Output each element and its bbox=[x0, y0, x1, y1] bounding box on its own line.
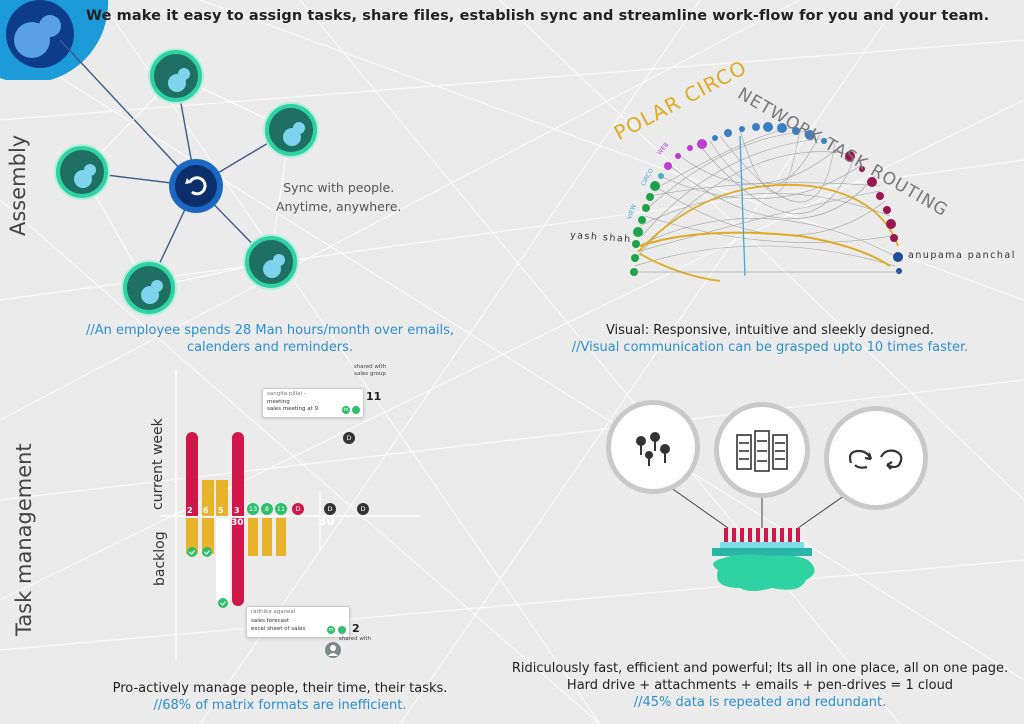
cloud-caption: Ridiculously fast, efficient and powerfu… bbox=[500, 660, 1020, 711]
network-caption: Visual: Responsive, intuitive and sleekl… bbox=[560, 322, 980, 356]
assembly-caption-line-1: //An employee spends 28 Man hours/month … bbox=[85, 323, 455, 338]
bar-number: 6 bbox=[203, 506, 209, 515]
current-week-label: current week bbox=[150, 418, 166, 510]
cloud-diagram bbox=[659, 479, 859, 591]
task-caption-line-1: Pro-actively manage people, their time, … bbox=[112, 681, 448, 696]
sync-line-2: Anytime, anywhere. bbox=[276, 199, 402, 214]
backlog-bar[interactable] bbox=[232, 518, 244, 606]
pushpin-circle[interactable] bbox=[606, 400, 700, 494]
bar-number-big: 30 bbox=[231, 518, 244, 528]
shared-label: shared with sales group bbox=[353, 364, 387, 377]
dark-tag[interactable]: D bbox=[343, 432, 355, 444]
red-tag[interactable]: D bbox=[292, 503, 304, 515]
files-circle[interactable] bbox=[714, 402, 810, 498]
backlog-label: backlog bbox=[152, 531, 168, 586]
card-line: sales meeting at 9 bbox=[267, 406, 319, 412]
check-icon bbox=[187, 547, 197, 557]
check-icon bbox=[218, 598, 228, 608]
card-name: radhika agarwal bbox=[251, 609, 296, 615]
assembly-caption: //An employee spends 28 Man hours/month … bbox=[70, 322, 470, 356]
person-node bbox=[123, 262, 175, 314]
task-board-axes bbox=[160, 370, 420, 660]
card-name: sangita pillai - bbox=[267, 391, 306, 397]
green-tag[interactable]: 8 bbox=[261, 503, 273, 515]
person-node bbox=[56, 146, 108, 198]
task-bar[interactable] bbox=[216, 480, 228, 516]
backlog-bar[interactable] bbox=[248, 518, 258, 556]
check-icons bbox=[187, 547, 228, 608]
file-stack-icon bbox=[736, 430, 788, 472]
task-caption-line-2: //68% of matrix formats are inefficient. bbox=[153, 698, 407, 713]
sync-text: Sync with people. Anytime, anywhere. bbox=[276, 178, 401, 216]
dark-tag[interactable]: D bbox=[324, 503, 336, 515]
person-node bbox=[245, 236, 297, 288]
task-caption: Pro-actively manage people, their time, … bbox=[60, 680, 500, 714]
sync-circle[interactable] bbox=[824, 406, 928, 510]
backlog-bar[interactable] bbox=[186, 518, 198, 554]
bar-number: 5 bbox=[218, 506, 224, 515]
backlog-bar[interactable] bbox=[276, 518, 286, 556]
logo-corner bbox=[0, 0, 109, 80]
network-caption-line-1: Visual: Responsive, intuitive and sleekl… bbox=[605, 323, 935, 338]
shared-label: shared with bbox=[338, 636, 372, 642]
backlog-bar[interactable] bbox=[262, 518, 272, 556]
card-line: excel sheet of sales bbox=[251, 626, 306, 632]
assembly-caption-line-2: calenders and reminders. bbox=[186, 340, 354, 355]
check-icon bbox=[338, 626, 346, 634]
cloud-icon bbox=[713, 554, 815, 591]
sync-loop-icon bbox=[848, 449, 903, 470]
task-bar[interactable] bbox=[186, 432, 198, 516]
people-row bbox=[724, 528, 800, 542]
network-caption-line-2: //Visual communication can be grasped up… bbox=[571, 340, 969, 355]
backlog-bar[interactable] bbox=[202, 518, 214, 554]
green-tag[interactable]: 11 bbox=[275, 503, 287, 515]
card-count: 2 bbox=[352, 622, 360, 635]
task-card-top[interactable]: sangita pillai - meeting sales meeting a… bbox=[262, 388, 364, 418]
card-badge: m bbox=[342, 406, 350, 414]
task-bar[interactable] bbox=[232, 432, 244, 516]
backlog-bar[interactable] bbox=[216, 518, 230, 602]
task-card-bottom[interactable]: radhika agarwal sales forecast excel she… bbox=[246, 606, 350, 638]
check-icon bbox=[352, 406, 360, 414]
polar-network-chart bbox=[630, 122, 903, 282]
cloud-caption-line-3: //45% data is repeated and redundant. bbox=[633, 695, 887, 710]
sync-line-1: Sync with people. bbox=[283, 180, 395, 195]
tagline: We make it easy to assign tasks, share f… bbox=[86, 8, 990, 24]
faint-number: 30 bbox=[318, 514, 335, 528]
task-bar[interactable] bbox=[202, 480, 214, 516]
person-node bbox=[265, 104, 317, 156]
green-tag[interactable]: 13 bbox=[247, 503, 259, 515]
card-line: sales forecast bbox=[251, 618, 290, 624]
cloud-caption-line-2: Hard drive + attachments + emails + pen-… bbox=[566, 678, 954, 693]
sync-hub-icon[interactable] bbox=[168, 158, 224, 214]
person-label-right: anupama panchal bbox=[908, 250, 1016, 261]
bar-number: 2 bbox=[187, 506, 193, 515]
card-line: meeting bbox=[267, 399, 290, 405]
bar-number: 3 bbox=[234, 506, 240, 515]
card-badge: m bbox=[327, 626, 335, 634]
check-icon bbox=[202, 547, 212, 557]
pushpin-icon bbox=[636, 432, 670, 466]
section-label-task-management: Task management bbox=[12, 443, 36, 636]
cloud-caption-line-1: Ridiculously fast, efficient and powerfu… bbox=[511, 661, 1009, 676]
person-node bbox=[150, 50, 202, 102]
avatar[interactable] bbox=[324, 641, 342, 659]
card-count: 11 bbox=[366, 390, 382, 403]
dark-tag[interactable]: D bbox=[357, 503, 369, 515]
